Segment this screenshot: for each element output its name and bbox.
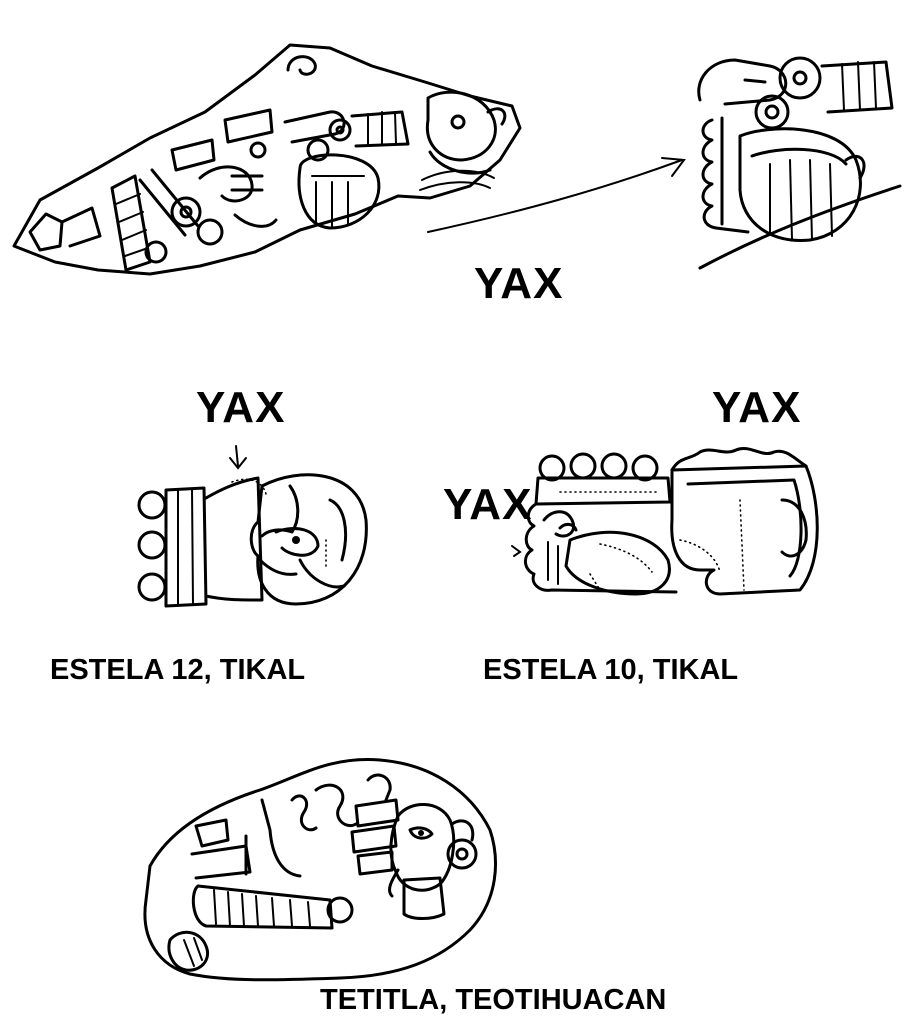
arrow-to-detail [427,157,686,233]
yax-glyph-detail [697,56,902,270]
caption-tetitla: TETITLA, TEOTIHUACAN [320,984,667,1016]
caption-estela-10: ESTELA 10, TIKAL [483,654,739,686]
yax-label-right: YAX [712,383,802,432]
stone-fragment-top [12,43,522,276]
estela-12-glyph [137,445,368,608]
yax-label-top: YAX [474,259,564,308]
caption-estela-12: ESTELA 12, TIKAL [50,654,306,686]
yax-label-left: YAX [196,383,286,432]
tetitla-fragment [143,757,497,982]
estela-10-glyph [511,447,819,596]
yax-label-inline: YAX [443,480,533,529]
